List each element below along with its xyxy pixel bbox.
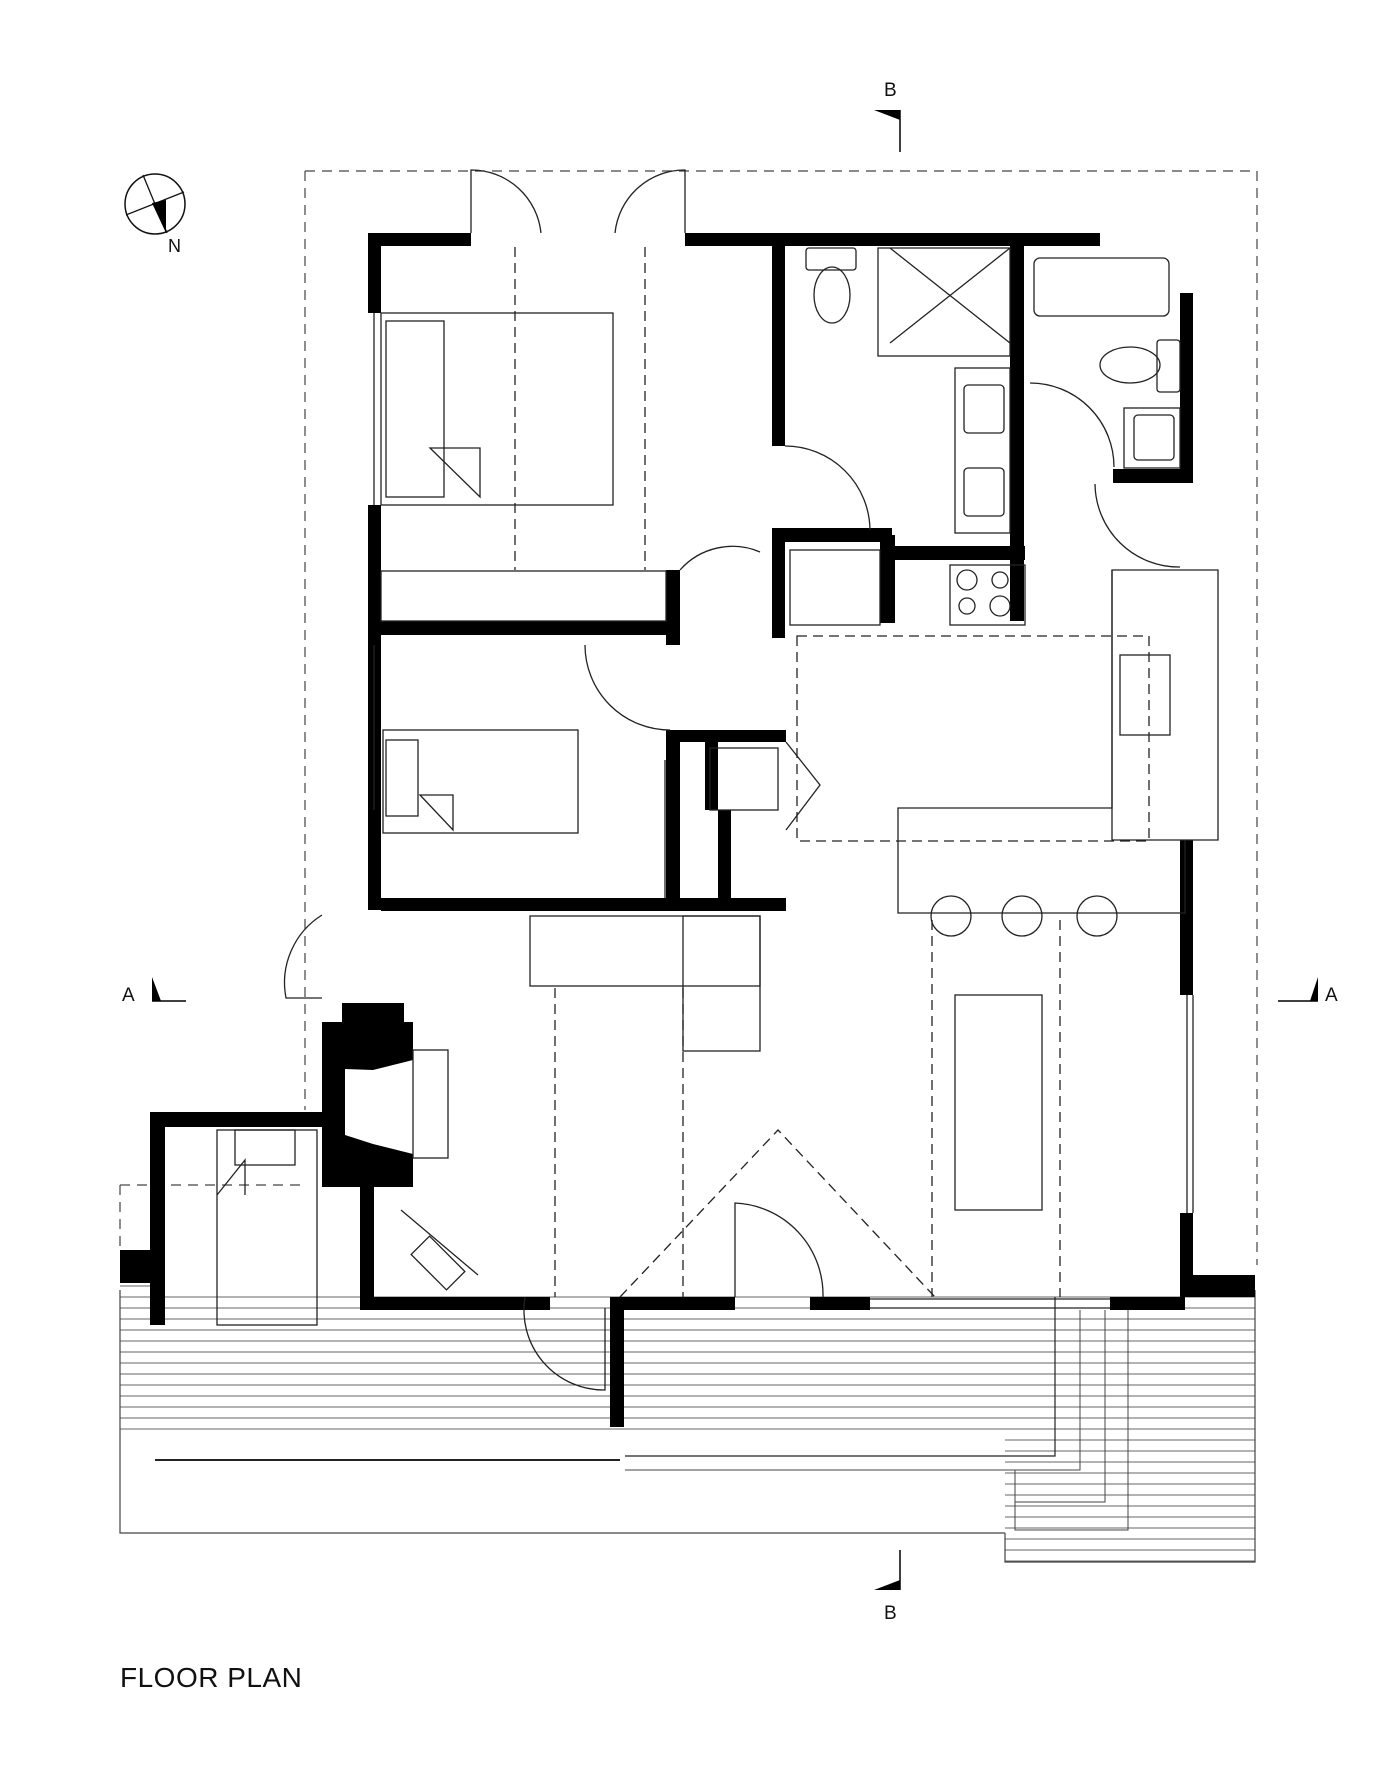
compass-north-icon xyxy=(124,173,186,235)
section-label-b-bottom: B xyxy=(884,1603,897,1624)
deck xyxy=(119,1255,1256,1563)
section-label-a-right: A xyxy=(1325,985,1338,1006)
fixtures xyxy=(216,169,1219,1391)
section-marker-icons xyxy=(152,110,1318,1590)
north-label: N xyxy=(168,236,181,256)
walls xyxy=(120,233,1255,1427)
page-title: FLOOR PLAN xyxy=(120,1662,303,1693)
section-label-a-left: A xyxy=(122,985,135,1006)
section-label-b-top: B xyxy=(884,80,897,101)
roof-outline xyxy=(119,170,1258,1265)
double-bed-1 xyxy=(380,312,614,506)
